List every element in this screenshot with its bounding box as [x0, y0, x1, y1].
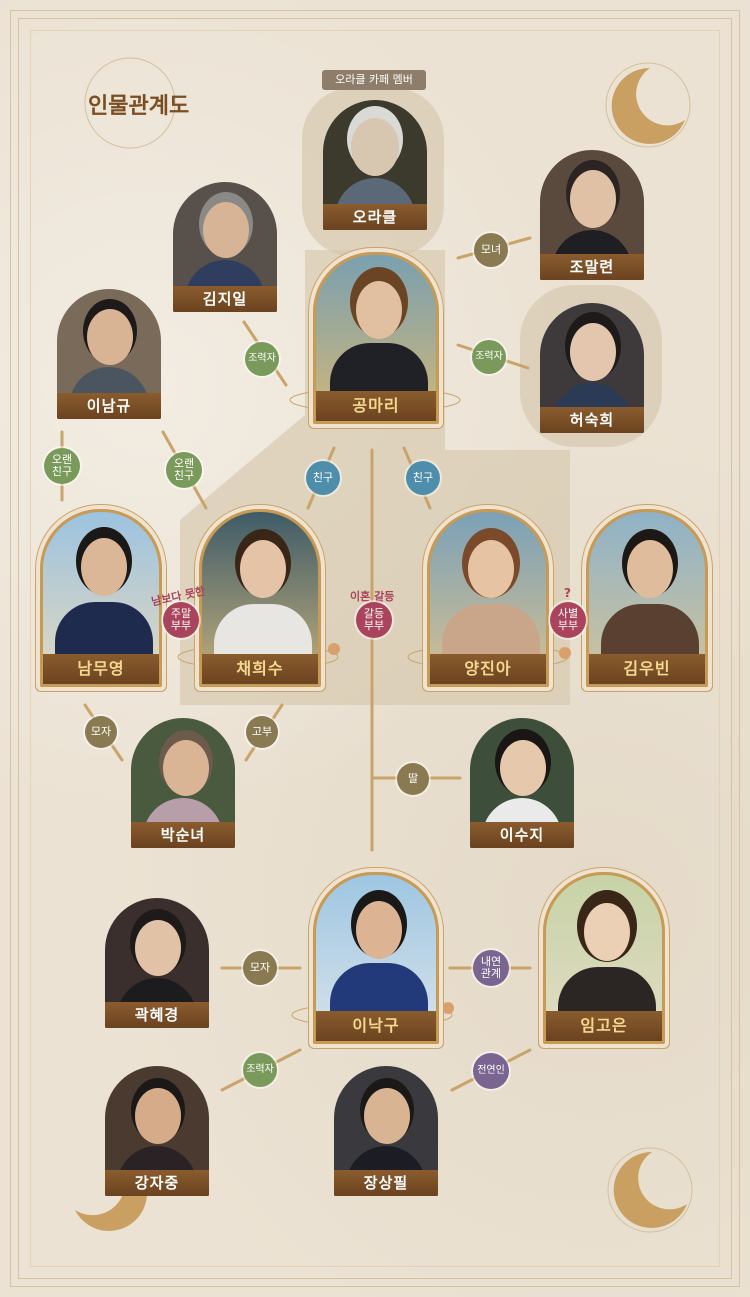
badge-helper-gangjajung: 조력자 [243, 1053, 277, 1087]
name-kimjiil: 김지일 [173, 286, 277, 312]
portrait-gongmari: 공마리 [313, 252, 439, 424]
card-gongmari[interactable]: 공마리 [313, 252, 439, 424]
card-heosukhee[interactable]: 허숙희 [540, 303, 644, 433]
note-conflict: 이혼 갈등 [350, 590, 395, 603]
badge-weekend: 주말 부부 [163, 602, 199, 638]
portrait-gangjajung: 강자중 [105, 1066, 209, 1196]
name-nammuyeong: 남무영 [43, 654, 159, 684]
name-inakgu: 이낙구 [316, 1011, 436, 1041]
badge-helper-heosukhee: 조력자 [472, 340, 506, 374]
badge-ex-lover: 전연인 [473, 1053, 509, 1089]
badge-romance: 내연 관계 [473, 950, 509, 986]
portrait-heosukhee: 허숙희 [540, 303, 644, 433]
name-gongmari: 공마리 [316, 391, 436, 421]
badge-oldfriend-2: 오랜 친구 [166, 452, 202, 488]
note-bereaved: ? [564, 586, 571, 600]
card-imgoeun[interactable]: 임고은 [543, 872, 665, 1044]
portrait-jangsangpil: 장상필 [334, 1066, 438, 1196]
portrait-chaeheesu: 채희수 [199, 509, 321, 687]
badge-oldfriend-1: 오랜 친구 [44, 448, 80, 484]
portrait-inakgu: 이낙구 [313, 872, 439, 1044]
badge-monyeo: 모녀 [474, 233, 508, 267]
cafe-member-ribbon: 오라클 카페 멤버 [322, 70, 426, 90]
badge-mother-son-2: 모자 [243, 951, 277, 985]
name-imgoeun: 임고은 [546, 1011, 662, 1041]
portrait-inamgyu: 이남규 [57, 289, 161, 419]
name-jangsangpil: 장상필 [334, 1170, 438, 1196]
portrait-yangjina: 양진아 [427, 509, 549, 687]
card-kimwoobin[interactable]: 김우빈 [586, 509, 708, 687]
badge-bereaved: 사별 부부 [550, 602, 586, 638]
name-isuji: 이수지 [470, 822, 574, 848]
card-oracle[interactable]: 오라클 [323, 100, 427, 230]
card-chaeheesu[interactable]: 채희수 [199, 509, 321, 687]
portrait-baksunnyeo: 박순녀 [131, 718, 235, 848]
card-gwakhyegyeong[interactable]: 곽혜경 [105, 898, 209, 1028]
name-chaeheesu: 채희수 [202, 654, 318, 684]
portrait-kimwoobin: 김우빈 [586, 509, 708, 687]
name-gangjajung: 강자중 [105, 1170, 209, 1196]
name-baksunnyeo: 박순녀 [131, 822, 235, 848]
portrait-gwakhyegyeong: 곽혜경 [105, 898, 209, 1028]
badge-inlaw: 고부 [246, 716, 278, 748]
name-inamgyu: 이남규 [57, 393, 161, 419]
badge-friend-1: 친구 [306, 461, 340, 495]
portrait-imgoeun: 임고은 [543, 872, 665, 1044]
portrait-kimjiil: 김지일 [173, 182, 277, 312]
card-inakgu[interactable]: 이낙구 [313, 872, 439, 1044]
card-baksunnyeo[interactable]: 박순녀 [131, 718, 235, 848]
badge-friend-2: 친구 [406, 461, 440, 495]
badge-conflict: 갈등 부부 [356, 602, 392, 638]
card-jangsangpil[interactable]: 장상필 [334, 1066, 438, 1196]
card-nammuyeong[interactable]: 남무영 [40, 509, 162, 687]
portrait-isuji: 이수지 [470, 718, 574, 848]
card-jomalryeon[interactable]: 조말련 [540, 150, 644, 280]
name-kimwoobin: 김우빈 [589, 654, 705, 684]
portrait-oracle: 오라클 [323, 100, 427, 230]
name-yangjina: 양진아 [430, 654, 546, 684]
badge-helper-kimjiil: 조력자 [245, 342, 279, 376]
name-oracle: 오라클 [323, 204, 427, 230]
portrait-nammuyeong: 남무영 [40, 509, 162, 687]
card-gangjajung[interactable]: 강자중 [105, 1066, 209, 1196]
name-jomalryeon: 조말련 [540, 254, 644, 280]
badge-mother-son-1: 모자 [85, 716, 117, 748]
name-heosukhee: 허숙희 [540, 407, 644, 433]
card-kimjiil[interactable]: 김지일 [173, 182, 277, 312]
card-isuji[interactable]: 이수지 [470, 718, 574, 848]
name-gwakhyegyeong: 곽혜경 [105, 1002, 209, 1028]
card-inamgyu[interactable]: 이남규 [57, 289, 161, 419]
portrait-jomalryeon: 조말련 [540, 150, 644, 280]
page-title: 인물관계도 [88, 94, 190, 119]
card-yangjina[interactable]: 양진아 [427, 509, 549, 687]
badge-daughter: 딸 [397, 763, 429, 795]
